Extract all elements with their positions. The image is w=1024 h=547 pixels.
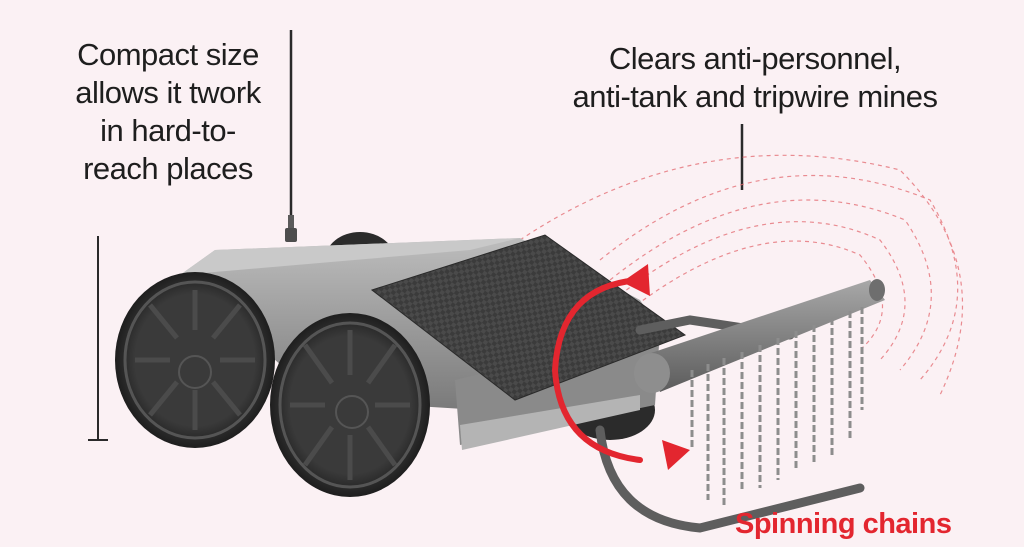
antenna	[285, 215, 297, 242]
detection-sweep-arcs	[519, 154, 964, 396]
caption-line: Compact size	[77, 37, 259, 72]
front-wheel-left	[115, 272, 275, 448]
compact-size-caption: Compact size allows it twork in hard-to-…	[58, 36, 278, 188]
flail-bar	[634, 279, 885, 393]
spinning-chains-caption: Spinning chains	[735, 508, 952, 540]
caption-line: anti-tank and tripwire mines	[572, 79, 938, 114]
caption-line: reach places	[83, 151, 253, 186]
armor-plate	[370, 234, 687, 401]
caption-line: in hard-to-	[100, 113, 236, 148]
clears-mines-caption: Clears anti-personnel, anti-tank and tri…	[545, 40, 965, 116]
caption-line: Clears anti-personnel,	[608, 41, 902, 76]
chains	[690, 307, 864, 505]
caption-line: allows it twork	[75, 75, 261, 110]
front-wheel-right	[270, 313, 430, 497]
rotation-arrow-icon	[551, 264, 690, 470]
